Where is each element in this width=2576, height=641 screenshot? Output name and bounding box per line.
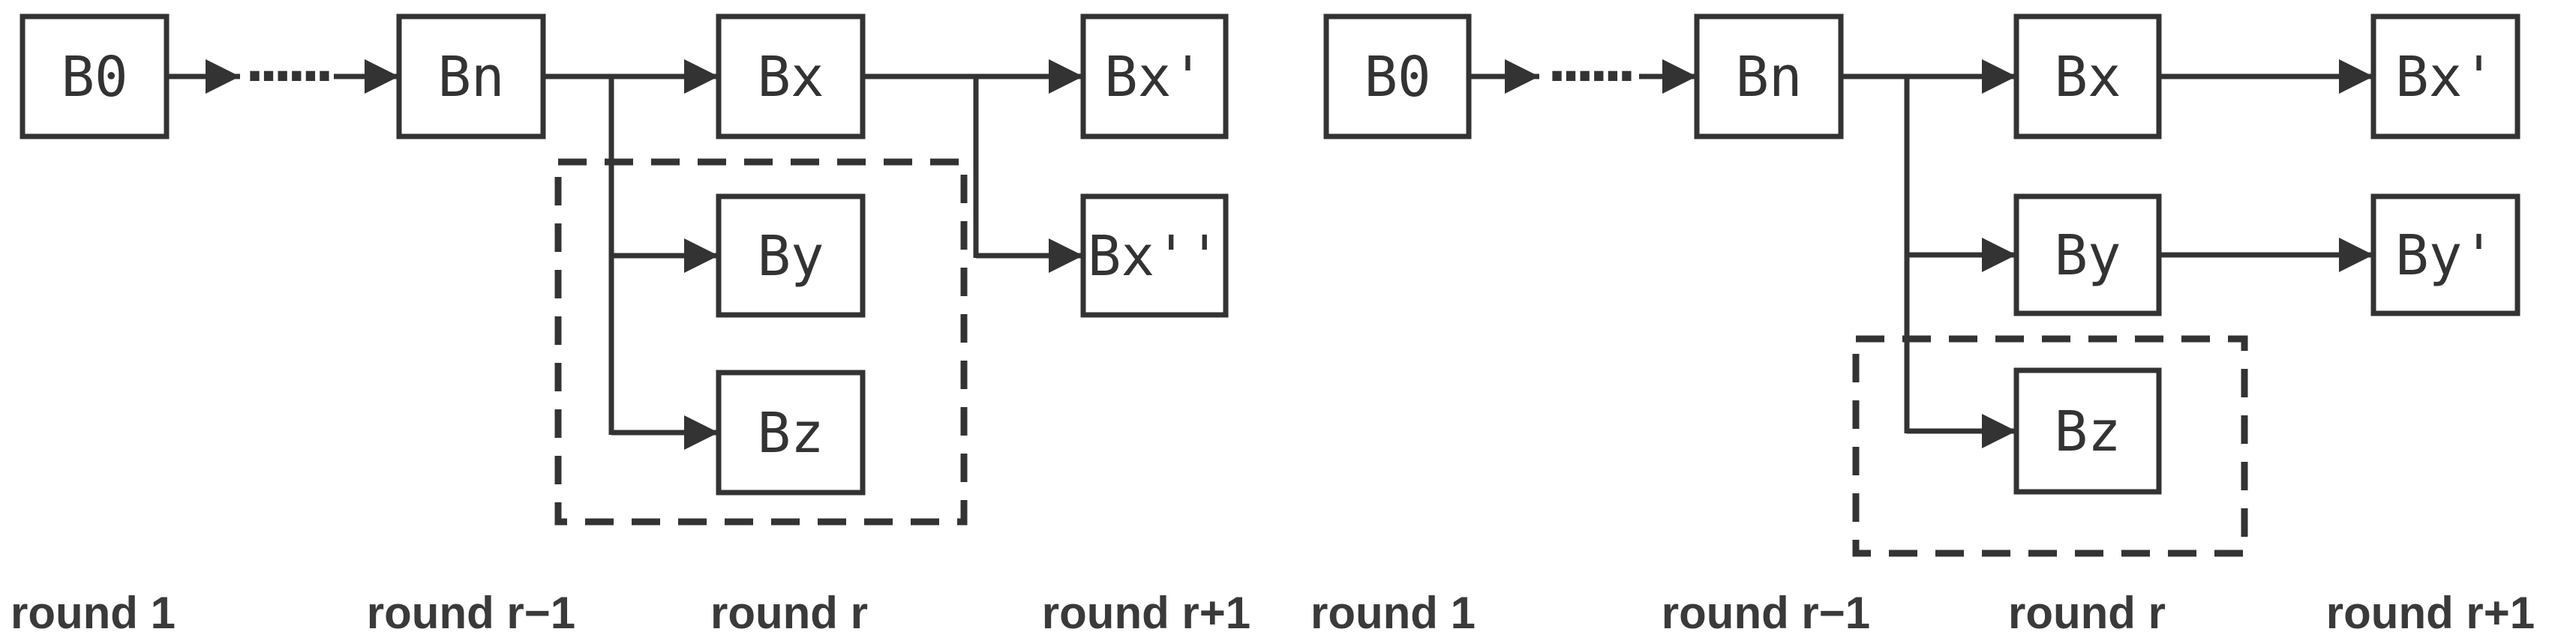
right-block-label-bn: Bn	[1735, 45, 1802, 109]
left-round-label-r-plus-1: round r+1	[1042, 588, 1250, 638]
right-block-b0: B0	[1323, 13, 1472, 139]
left-block-by: By	[716, 193, 866, 318]
right-block-rect-bn	[1694, 13, 1844, 139]
left-block-bn: Bn	[396, 13, 546, 139]
left-block-bx-double-prime: Bx''	[1080, 193, 1229, 318]
right-dashed-group-round-r	[1852, 335, 2248, 557]
right-block-label-bz: Bz	[2054, 400, 2121, 464]
left-block-label-bx-prime: Bx'	[1104, 45, 1205, 109]
left-block-rect-by	[716, 193, 866, 318]
right-diagram: ...... B0 Bn Bx Bx' By By' Bz	[1311, 13, 2535, 638]
left-block-b0: B0	[20, 13, 170, 139]
right-block-rect-by	[2013, 193, 2162, 316]
left-ellipsis: ......	[245, 32, 329, 94]
right-block-by-prime: By'	[2370, 193, 2520, 316]
right-block-label-bx: Bx	[2054, 45, 2121, 109]
left-block-bz: Bz	[716, 370, 866, 496]
left-block-label-bn: Bn	[437, 45, 504, 109]
right-block-rect-by-prime	[2370, 193, 2520, 316]
left-block-label-bz: Bz	[757, 401, 824, 466]
right-block-bx: Bx	[2013, 13, 2162, 139]
left-block-rect-bx-prime	[1080, 13, 1229, 139]
right-round-label-1: round 1	[1311, 588, 1476, 638]
left-round-label-1: round 1	[11, 588, 176, 638]
left-dashed-group-round-r	[554, 158, 968, 526]
left-block-rect-bx	[716, 13, 866, 139]
right-round-label-r: round r	[2008, 588, 2166, 638]
left-diagram: ...... B0 Bn Bx Bx' By Bx'' Bz	[11, 13, 1250, 638]
right-block-label-by: By	[2054, 223, 2121, 288]
left-block-bx: Bx	[716, 13, 866, 139]
left-block-label-bx-double-prime: Bx''	[1088, 224, 1221, 289]
left-block-rect-b0	[20, 13, 170, 139]
left-round-label-r: round r	[710, 588, 868, 638]
right-block-label-bx-prime: Bx'	[2395, 45, 2496, 109]
right-block-by: By	[2013, 193, 2162, 316]
right-block-label-by-prime: By'	[2395, 223, 2496, 288]
left-block-rect-bx-double-prime	[1080, 193, 1229, 318]
left-block-label-b0: B0	[61, 45, 128, 109]
right-block-rect-bx-prime	[2370, 13, 2520, 139]
right-block-bz: Bz	[2013, 367, 2162, 495]
right-ellipsis: ......	[1547, 32, 1632, 94]
right-block-rect-bz	[2013, 367, 2162, 495]
right-block-rect-bx	[2013, 13, 2162, 139]
right-block-bx-prime: Bx'	[2370, 13, 2520, 139]
left-block-rect-bz	[716, 370, 866, 496]
left-round-label-r-minus-1: round r−1	[367, 588, 575, 638]
left-block-label-bx: Bx	[757, 45, 824, 109]
left-block-rect-bn	[396, 13, 546, 139]
right-round-label-r-plus-1: round r+1	[2326, 588, 2535, 638]
right-round-label-r-minus-1: round r−1	[1662, 588, 1870, 638]
right-block-rect-b0	[1323, 13, 1472, 139]
left-block-bx-prime: Bx'	[1080, 13, 1229, 139]
right-block-label-b0: B0	[1364, 45, 1431, 109]
right-block-bn: Bn	[1694, 13, 1844, 139]
left-block-label-by: By	[757, 224, 824, 289]
